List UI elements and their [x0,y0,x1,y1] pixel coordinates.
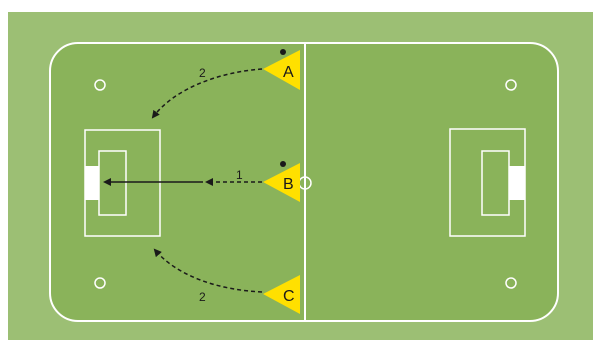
corner-spot-top-left [94,79,106,91]
player-a: A [263,49,300,90]
corner-spot-bottom-right [505,277,517,289]
player-c: C [263,275,300,314]
right-goal [509,166,525,200]
corner-spot-bottom-left [94,277,106,289]
left-goal [85,166,99,200]
player-b-label: B [283,176,294,193]
player-a-label: A [283,64,294,81]
pass-a-arrow [151,68,263,119]
pass-c-label: 2 [199,290,206,304]
player-a-marker [263,50,300,90]
pass-b-label: 1 [236,168,243,182]
pass-a-label: 2 [199,66,206,80]
player-c-label: C [283,288,295,305]
corner-spot-top-right [505,79,517,91]
player-c-marker [263,275,300,314]
player-a-ball [280,49,286,55]
player-b-marker [263,163,300,202]
player-b: B [263,161,300,202]
pass-c-arrow [153,248,263,293]
player-b-ball [280,161,286,167]
